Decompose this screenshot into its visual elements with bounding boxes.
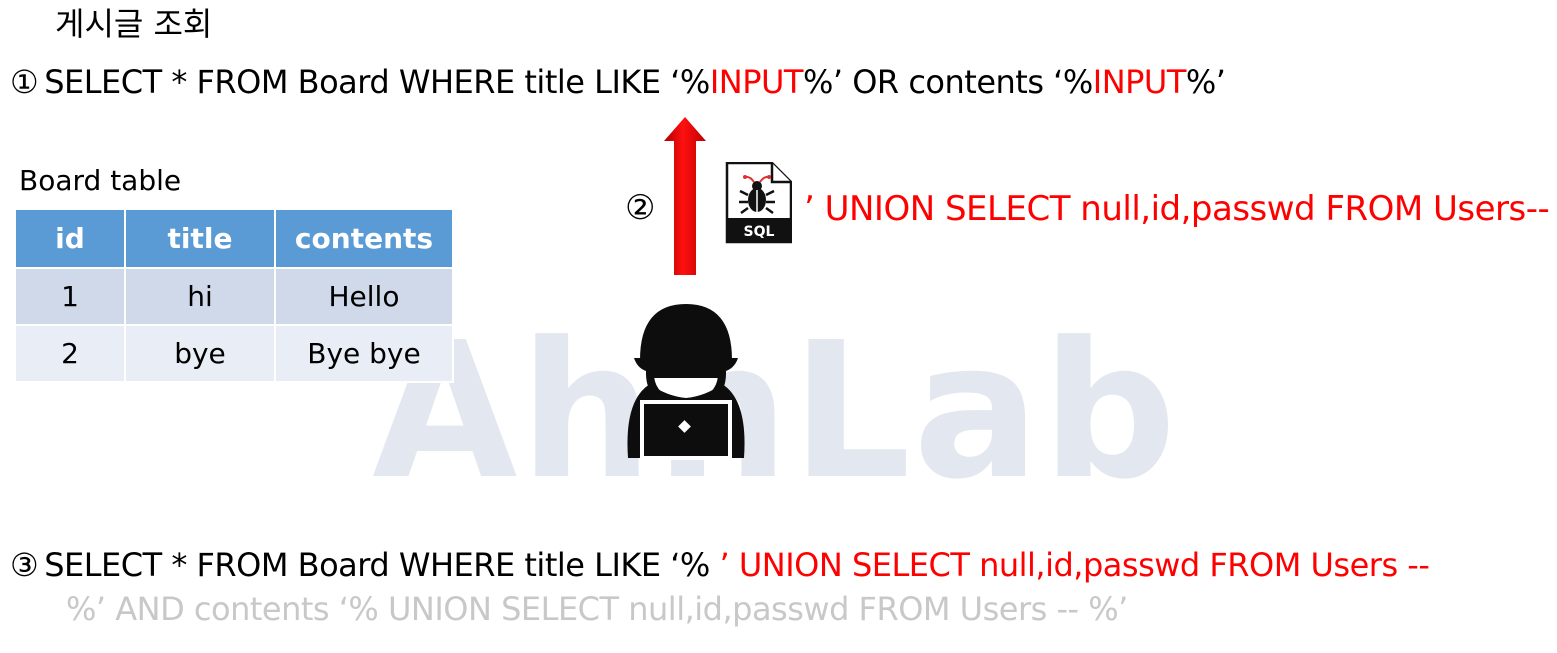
cell-contents: Hello xyxy=(274,267,454,326)
cell-id: 1 xyxy=(14,267,126,326)
query-3-injected: ’ UNION SELECT null,id,passwd FROM Users… xyxy=(719,546,1430,584)
step-2-number: ② xyxy=(625,188,656,228)
column-header-id: id xyxy=(14,208,126,269)
ahnlab-watermark: AhnLab xyxy=(372,302,1179,521)
board-table: id title contents 1 hi Hello 2 bye Bye b… xyxy=(14,208,454,383)
column-header-title: title xyxy=(124,208,276,269)
query-1-part-1: SELECT * FROM Board WHERE title LIKE ‘% xyxy=(44,63,710,101)
cell-contents: Bye bye xyxy=(274,324,454,383)
step-3-number: ③ xyxy=(10,546,39,584)
file-icon-label: SQL xyxy=(744,224,775,240)
column-header-contents: contents xyxy=(274,208,454,269)
table-caption: Board table xyxy=(19,164,182,197)
red-up-arrow-icon xyxy=(664,117,706,275)
page-heading: 게시글 조회 xyxy=(55,5,213,43)
cell-title: hi xyxy=(124,267,276,326)
query-3-commented-out: %’ AND contents ‘% UNION SELECT null,id,… xyxy=(66,590,1128,628)
query-1-input-2: INPUT xyxy=(1092,63,1187,101)
query-1-input-1: INPUT xyxy=(709,63,804,101)
table-row: 2 bye Bye bye xyxy=(14,324,454,383)
hacker-laptop-icon xyxy=(627,304,745,460)
injection-payload: ’ UNION SELECT null,id,passwd FROM Users… xyxy=(804,189,1550,229)
step-1-number: ① xyxy=(10,63,39,101)
table-header-row: id title contents xyxy=(14,208,454,269)
cell-title: bye xyxy=(124,324,276,383)
query-3-part-1: SELECT * FROM Board WHERE title LIKE ‘% xyxy=(44,546,720,584)
query-1-part-3: %’ xyxy=(1185,63,1226,101)
query-1-part-2: %’ OR contents ‘% xyxy=(802,63,1093,101)
cell-id: 2 xyxy=(14,324,126,383)
table-row: 1 hi Hello xyxy=(14,267,454,326)
sql-bug-file-icon: SQL xyxy=(725,162,792,244)
